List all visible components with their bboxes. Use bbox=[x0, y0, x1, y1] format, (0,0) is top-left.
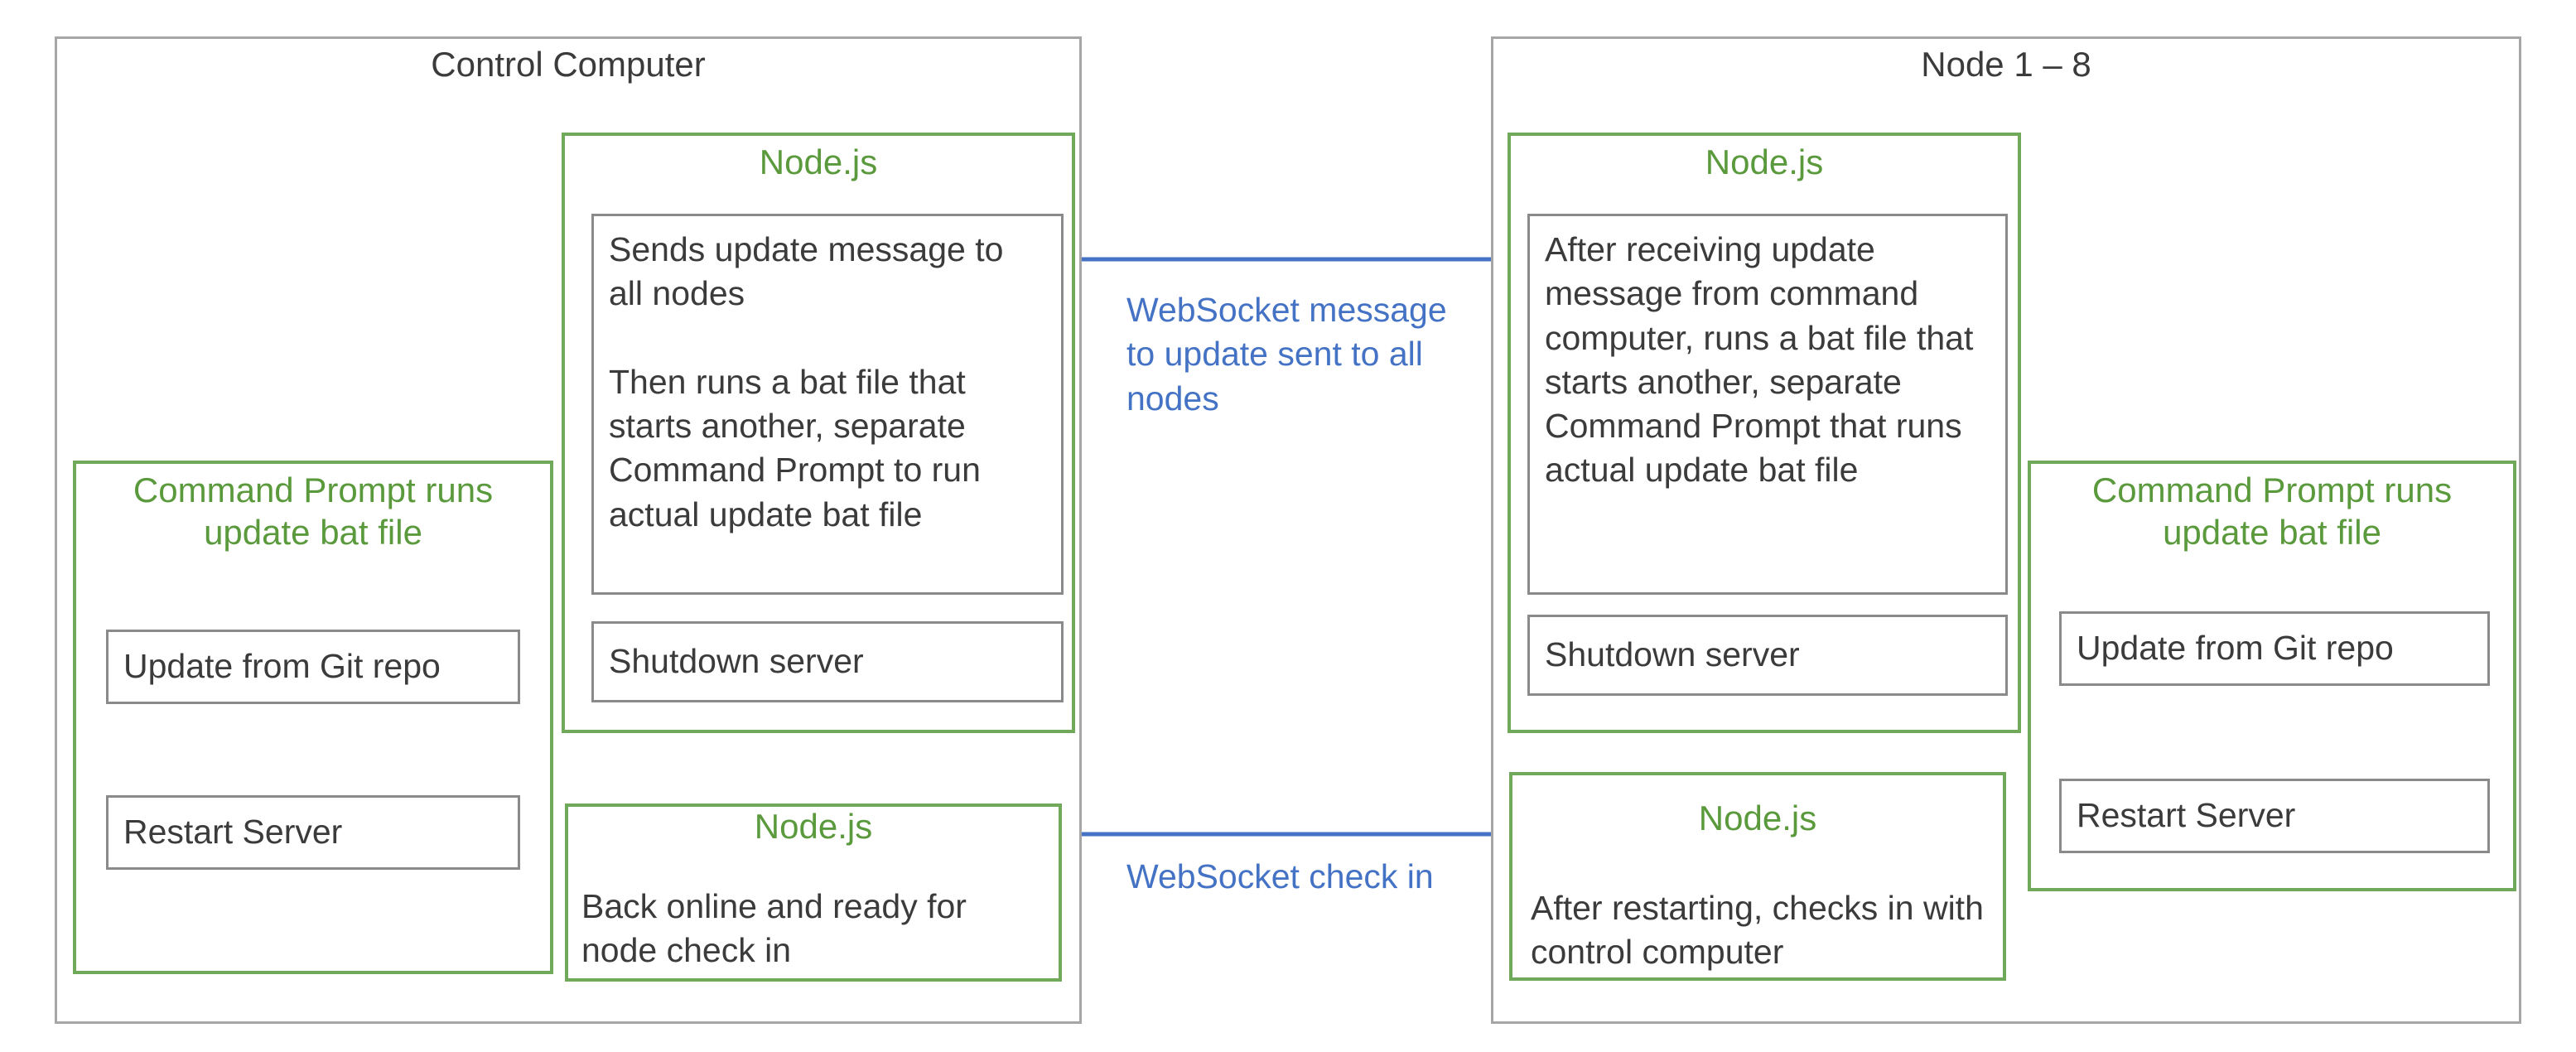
control-nodejs-top-title: Node.js bbox=[759, 142, 878, 181]
control-restart-server-label: Restart Server bbox=[123, 813, 343, 852]
control-update-git-box: Update from Git repo bbox=[106, 630, 520, 704]
node-shutdown-server-label: Shutdown server bbox=[1545, 635, 1800, 674]
node-restart-server-label: Restart Server bbox=[2077, 796, 2296, 835]
node-restart-server-box: Restart Server bbox=[2059, 779, 2490, 853]
websocket-update-label: WebSocket message to update sent to all … bbox=[1126, 291, 1447, 417]
node-shutdown-server-box: Shutdown server bbox=[1527, 615, 2008, 696]
control-computer-title: Control Computer bbox=[431, 45, 706, 84]
nodes-title: Node 1 – 8 bbox=[1921, 45, 2091, 84]
node-nodejs-bottom-title: Node.js bbox=[1698, 799, 1817, 837]
control-nodejs-bottom-box bbox=[565, 803, 1062, 982]
control-update-git-label: Update from Git repo bbox=[123, 647, 441, 686]
node-command-prompt-title: Command Prompt runs update bat file bbox=[2091, 471, 2453, 553]
websocket-checkin-label: WebSocket check in bbox=[1126, 857, 1434, 895]
control-nodejs-main-text: Sends update message to all nodes Then r… bbox=[609, 230, 1004, 533]
control-command-prompt-title: Command Prompt runs update bat file bbox=[133, 471, 494, 553]
node-nodejs-bottom-text: After restarting, checks in with control… bbox=[1531, 889, 1984, 972]
node-update-git-box: Update from Git repo bbox=[2059, 611, 2490, 686]
node-nodejs-top-title: Node.js bbox=[1705, 142, 1824, 181]
node-nodejs-main-text: After receiving update message from comm… bbox=[1545, 230, 1974, 490]
node-update-git-label: Update from Git repo bbox=[2077, 629, 2394, 668]
node-nodejs-bottom-box bbox=[1509, 772, 2006, 981]
control-restart-server-box: Restart Server bbox=[106, 795, 520, 870]
node-nodejs-main-text-box: After receiving update message from comm… bbox=[1527, 214, 2008, 595]
control-nodejs-bottom-text: Back online and ready for node check in bbox=[581, 887, 967, 970]
control-nodejs-bottom-title: Node.js bbox=[754, 807, 873, 846]
control-shutdown-server-box: Shutdown server bbox=[591, 621, 1064, 702]
control-shutdown-server-label: Shutdown server bbox=[609, 642, 864, 681]
control-command-prompt-box bbox=[73, 461, 553, 974]
control-nodejs-main-text-box: Sends update message to all nodes Then r… bbox=[591, 214, 1064, 595]
